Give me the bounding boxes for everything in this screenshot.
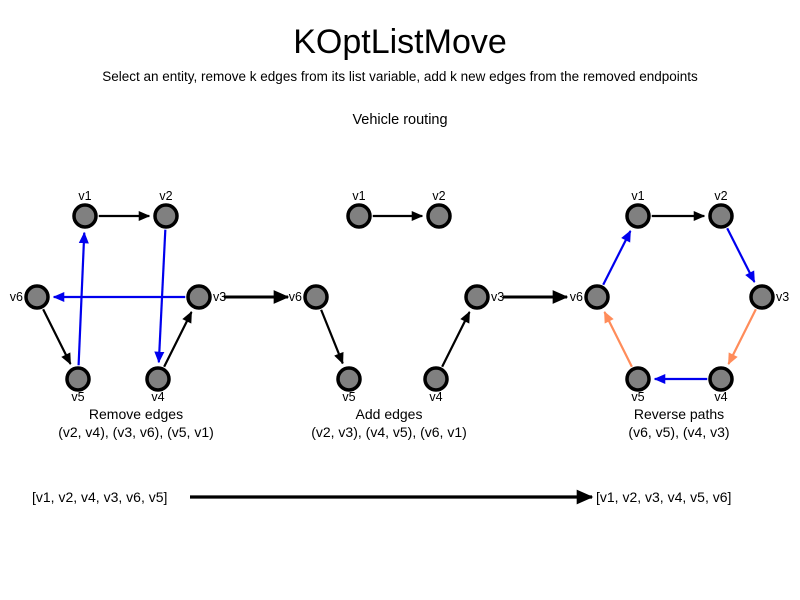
node-label-v6: v6 <box>570 290 583 304</box>
node-label-v6: v6 <box>10 290 23 304</box>
node-v6[interactable] <box>24 284 50 310</box>
before-list-text: [v1, v2, v4, v3, v6, v5] <box>32 489 167 505</box>
edge-v6-v5-kept <box>42 308 72 365</box>
edge-layer <box>602 210 757 385</box>
after-list-text: [v1, v2, v3, v4, v5, v6] <box>596 489 731 505</box>
panel-caption-title: Reverse paths <box>634 406 724 422</box>
panel-caption-detail: (v6, v5), (v4, v3) <box>628 424 729 440</box>
edge-v6-v1-added <box>602 230 632 286</box>
node-v4[interactable] <box>423 366 449 392</box>
node-layer: v1 v2 v3 v4 v5 v6 <box>289 189 504 404</box>
edge-v2-v3-added <box>726 227 756 283</box>
node-layer: v1 v2 v3 v4 v5 v6 <box>10 189 226 404</box>
panel-caption-title: Remove edges <box>89 406 183 422</box>
edge-v4-v3-kept <box>441 311 471 368</box>
node-v3[interactable] <box>464 284 490 310</box>
edge-v5-v6-reversed <box>603 311 633 368</box>
node-v3[interactable] <box>186 284 212 310</box>
node-label-v4: v4 <box>429 390 442 404</box>
edge-v5-v1-removed <box>77 231 89 366</box>
edge-layer <box>320 210 471 368</box>
node-v5[interactable] <box>65 366 91 392</box>
page-title: KOptListMove <box>293 23 507 61</box>
node-v6[interactable] <box>303 284 329 310</box>
node-label-v1: v1 <box>631 189 644 203</box>
node-v4[interactable] <box>708 366 734 392</box>
node-v4[interactable] <box>145 366 171 392</box>
node-v5[interactable] <box>625 366 651 392</box>
node-label-v2: v2 <box>432 189 445 203</box>
node-label-v1: v1 <box>352 189 365 203</box>
node-v6[interactable] <box>584 284 610 310</box>
node-label-v5: v5 <box>342 390 355 404</box>
node-label-v4: v4 <box>151 390 164 404</box>
node-v2[interactable] <box>708 203 734 229</box>
panel-caption-detail: (v2, v3), (v4, v5), (v6, v1) <box>311 424 467 440</box>
node-label-v3: v3 <box>213 290 226 304</box>
node-v5[interactable] <box>336 366 362 392</box>
node-v2[interactable] <box>426 203 452 229</box>
node-label-v6: v6 <box>289 290 302 304</box>
node-v1[interactable] <box>72 203 98 229</box>
node-label-v2: v2 <box>714 189 727 203</box>
node-v1[interactable] <box>625 203 651 229</box>
panel-caption-detail: (v2, v4), (v3, v6), (v5, v1) <box>58 424 214 440</box>
page-subtitle: Select an entity, remove k edges from it… <box>102 69 698 84</box>
node-layer: v1 v2 v3 v4 v5 v6 <box>570 189 789 404</box>
panel-caption-title: Add edges <box>356 406 423 422</box>
node-label-v5: v5 <box>71 390 84 404</box>
edge-v6-v5-kept <box>320 309 344 365</box>
section-label: Vehicle routing <box>352 112 448 128</box>
node-label-v1: v1 <box>78 189 91 203</box>
node-label-v3: v3 <box>491 290 504 304</box>
node-label-v4: v4 <box>714 390 727 404</box>
node-label-v2: v2 <box>159 189 172 203</box>
node-label-v3: v3 <box>776 290 789 304</box>
node-v1[interactable] <box>346 203 372 229</box>
node-v2[interactable] <box>153 203 179 229</box>
node-v3[interactable] <box>749 284 775 310</box>
edge-v3-v4-reversed <box>727 308 757 365</box>
edge-v4-v3-kept <box>163 311 193 368</box>
node-label-v5: v5 <box>631 390 644 404</box>
edge-layer <box>42 210 193 368</box>
